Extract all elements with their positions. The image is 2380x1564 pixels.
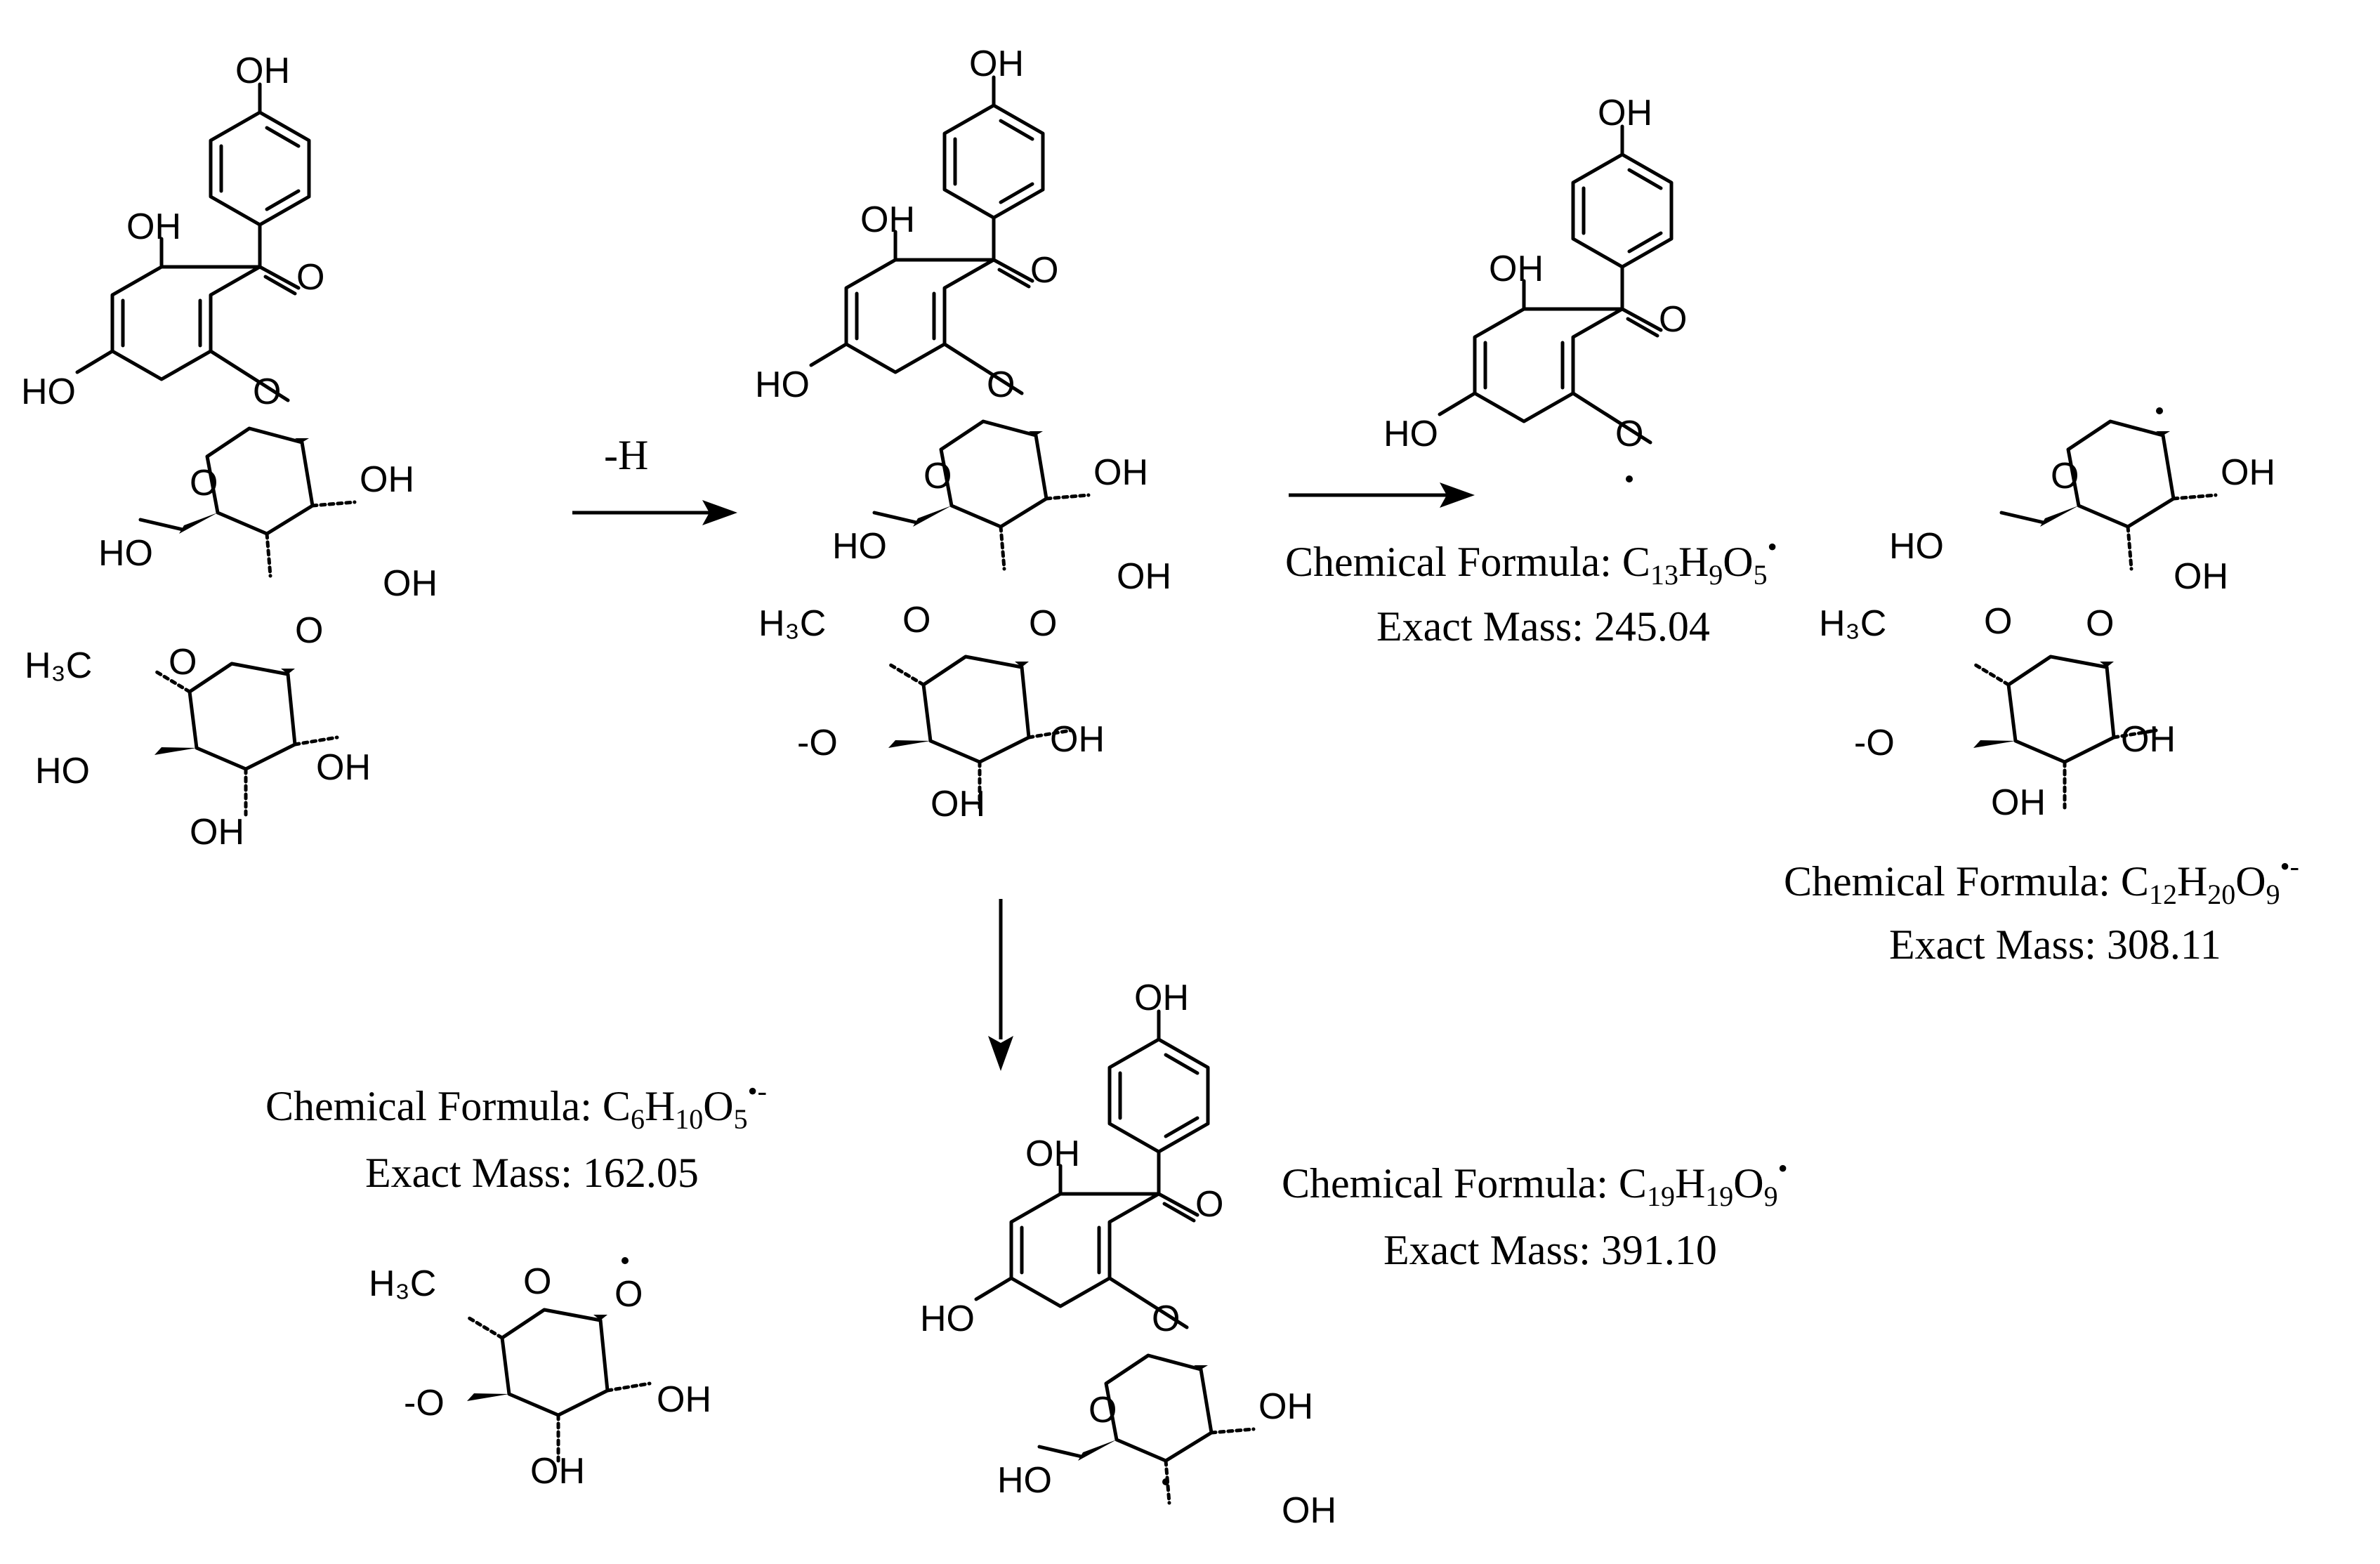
atom-oh: OH [860,199,915,240]
atom-oh: OH [1489,249,1544,289]
atom-ho: HO [1383,414,1438,454]
atom-oh: OH [1117,556,1171,597]
atom-oh: OH [1258,1386,1313,1427]
atom-h3c: H₃C [1819,603,1886,644]
atom-o: O [1152,1299,1180,1339]
atom-o: O [1029,603,1057,644]
atom-oh: OH [190,812,244,853]
atom-o: O [923,456,952,497]
atom-oh: OH [657,1379,711,1420]
parent-molecule: OH OH HO O O O OH HO OH O H₃C O HO OH OH [21,51,438,853]
atom-oh: OH [1025,1133,1080,1174]
atom-oh: OH [530,1451,585,1492]
atom-oh: OH [2221,452,2275,493]
svg-text:Chemical Formula: C12H20O9•-: Chemical Formula: C12H20O9•- [1784,850,2299,910]
arrow-cleavage-right [1289,482,1475,508]
atom-o: O [1195,1184,1223,1225]
step-label: -H [604,432,648,478]
atom-oh: OH [383,563,438,604]
atom-ho: HO [832,526,887,567]
fragment-aglycone-radical: OH OH HO O O [1383,93,1687,482]
atom-o: O [614,1274,643,1315]
atom-o: O [1615,414,1643,454]
mass-label-2: Exact Mass: 308.11 [1889,921,2221,968]
atom-o: O [1089,1390,1117,1431]
atom-ho: HO [920,1299,975,1339]
atom-oh: OH [360,459,414,500]
atom-ho: HO [21,372,76,412]
atom-oh: OH [1991,782,2046,823]
atom-h3c: H₃C [758,603,826,644]
atom-o-minus: -O [404,1383,445,1424]
fragment-disaccharide: O OH HO OH O H₃C O -O OH OH [1819,407,2275,823]
atom-o: O [2051,456,2079,497]
atom-o-minus: -O [1854,723,1895,763]
atom-ho: HO [997,1460,1052,1501]
atom-oh: OH [1598,93,1652,133]
deprotonated-molecule: OH OH HO O O O OH HO OH O H₃C O -O OH OH [755,44,1171,824]
arrow-deprotonation: -H [572,432,737,525]
radical-dot [1162,1478,1169,1485]
mass-label-3: Exact Mass: 162.05 [365,1150,699,1196]
atom-oh: OH [2174,556,2228,597]
atom-oh: OH [235,51,290,91]
atom-h3c: H₃C [25,645,92,686]
atom-oh: OH [969,44,1024,84]
atom-o: O [902,600,931,640]
atom-o: O [1659,299,1687,340]
atom-oh: OH [1282,1490,1336,1531]
atom-o: O [987,364,1015,405]
atom-oh: OH [316,747,371,788]
atom-o: O [1984,601,2012,642]
radical-dot [1626,475,1633,482]
formula-label-1: Chemical Formula: C13H9O5• Exact Mass: 2… [1285,531,1777,650]
atom-oh: OH [2121,719,2176,760]
atom-oh: OH [1093,452,1148,493]
atom-o: O [523,1261,551,1302]
atom-ho: HO [1889,526,1944,567]
atom-h3c: H₃C [369,1263,436,1304]
atom-oh: OH [931,784,985,824]
atom-o: O [2086,603,2114,644]
atom-oh: OH [1134,978,1189,1018]
atom-oh: OH [1050,719,1105,760]
arrow-cleavage-down [988,899,1013,1071]
atom-o: O [253,372,281,412]
svg-text:Chemical Formula: C13H9O5•: Chemical Formula: C13H9O5• [1285,531,1777,591]
atom-o: O [1030,250,1058,291]
formula-label-3: Chemical Formula: C6H10O5•- Exact Mass: … [265,1075,767,1196]
atom-o: O [169,642,197,683]
formula-label-4: Chemical Formula: C19H19O9• Exact Mass: … [1282,1152,1788,1273]
atom-ho: HO [35,751,90,791]
mass-label-1: Exact Mass: 245.04 [1376,603,1710,650]
radical-dot [622,1257,629,1264]
fragment-rhamnose: H₃C O O -O OH OH [369,1257,711,1492]
mass-label-4: Exact Mass: 391.10 [1383,1227,1717,1273]
atom-oh: OH [126,206,181,247]
atom-o: O [190,463,218,504]
atom-o: O [296,257,324,298]
formula-label-2: Chemical Formula: C12H20O9•- Exact Mass:… [1784,850,2299,968]
fragment-aglycone-glucose: OH OH HO O O O OH HO OH [920,978,1336,1531]
svg-text:Chemical Formula: C6H10O5•-: Chemical Formula: C6H10O5•- [265,1075,767,1135]
atom-ho: HO [755,364,810,405]
atom-o-minus: -O [797,723,838,763]
radical-dot [2156,407,2163,414]
svg-text:Chemical Formula: C19H19O9•: Chemical Formula: C19H19O9• [1282,1152,1788,1212]
atom-o: O [295,610,323,651]
atom-ho: HO [98,533,153,574]
